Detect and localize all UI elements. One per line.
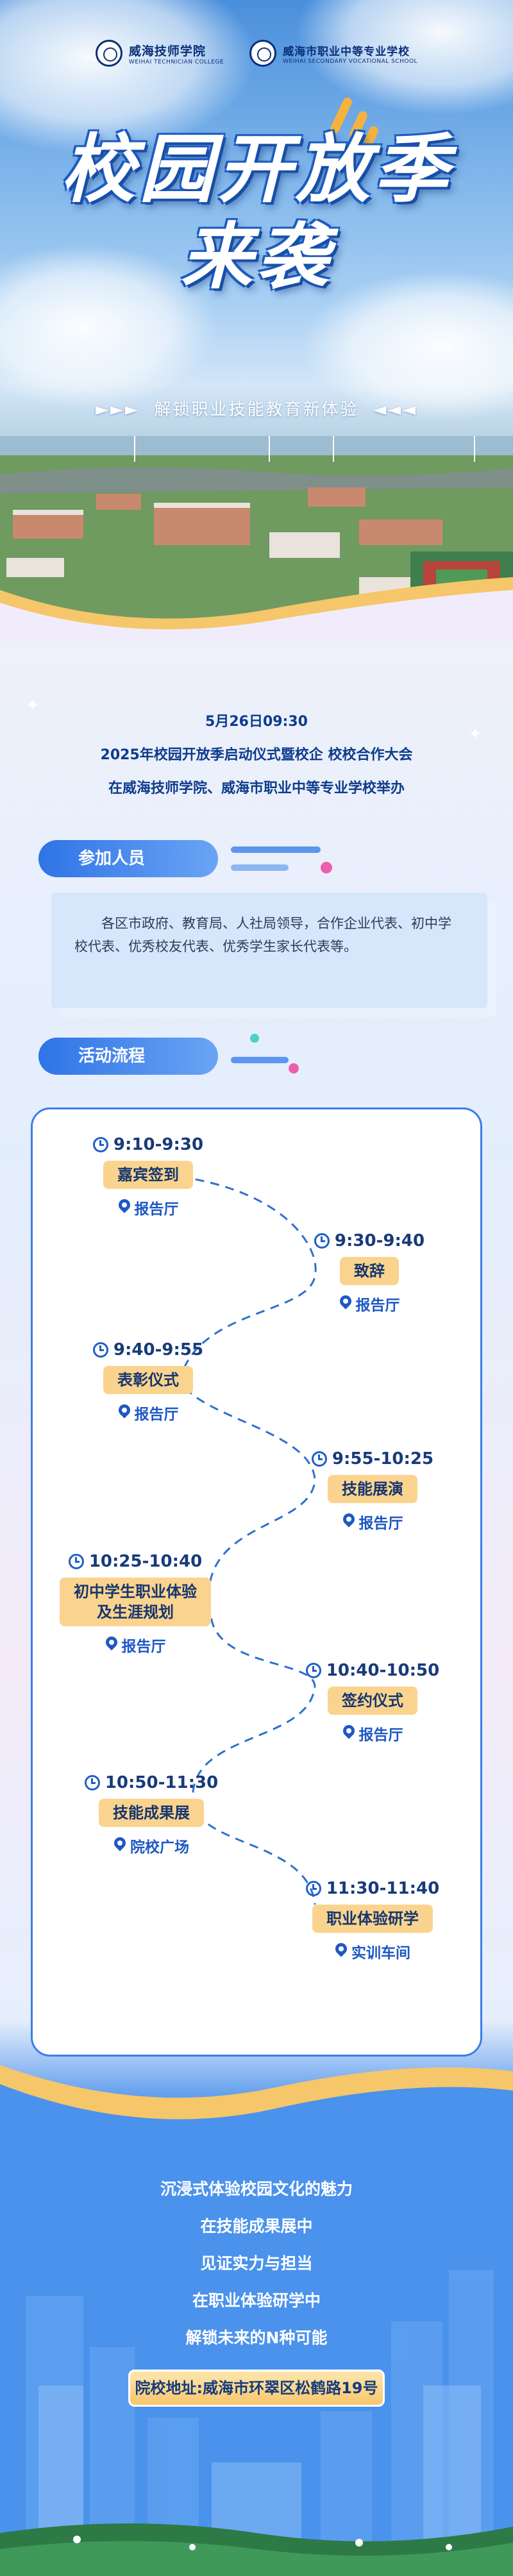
clock-icon [314,1233,330,1249]
schedule-item: 9:40-9:55 表彰仪式 报告厅 [68,1340,228,1424]
logo-name: 威海市职业中等专业学校 [283,45,410,58]
logo-sub: WEIHAI TECHNICIAN COLLEGE [128,58,224,65]
logo-technician-college: 威海技师学院 WEIHAI TECHNICIAN COLLEGE [95,40,224,67]
intro-location: 在威海技师学院、威海市职业中等专业学校举办 [108,780,405,796]
participants-box: 各区市政府、教育局、人社局领导，合作企业代表、初中学校代表、优秀校友代表、优秀学… [51,893,487,1008]
section-title-participants: 参加人员 [38,840,332,877]
item-event: 签约仪式 [328,1687,417,1715]
logo-sub: WEIHAI SECONDARY VOCATIONAL SCHOOL [283,58,418,65]
item-time: 10:40-10:50 [326,1661,440,1680]
logo-vocational-school: 威海市职业中等专业学校 WEIHAI SECONDARY VOCATIONAL … [249,40,417,67]
item-time: 11:30-11:40 [326,1879,440,1898]
cloud-decoration [0,244,218,410]
item-event: 技能展演 [328,1475,417,1503]
slogan-line: 在职业体验研学中 [192,2291,321,2310]
location-pin-icon [335,1943,348,1960]
clock-icon [305,1663,321,1678]
footer-slogan: 沉浸式体验校园文化的魅力 在技能成果展中 见证实力与担当 在职业体验研学中 解锁… [0,2171,513,2357]
school-logos: 威海技师学院 WEIHAI TECHNICIAN COLLEGE 威海市职业中等… [0,40,513,67]
decor-bar [231,1057,289,1063]
item-place: 院校广场 [130,1839,189,1856]
subtitle-text: 解锁职业技能教育新体验 [154,400,359,419]
item-time: 9:40-9:55 [113,1340,204,1360]
item-place: 报告厅 [358,1727,403,1744]
clock-icon [68,1554,84,1569]
clock-icon [92,1137,108,1152]
schedule-item: 9:10-9:30 嘉宾签到 报告厅 [68,1135,228,1218]
timeline-dashed-path [179,1175,317,1905]
section-title-text: 参加人员 [78,849,146,868]
item-time: 10:25-10:40 [88,1552,203,1571]
clock-icon [92,1342,108,1358]
item-place: 报告厅 [358,1515,403,1532]
footer-background-illustration [0,2065,513,2576]
item-event: 技能成果展 [99,1799,204,1827]
item-event: 表彰仪式 [103,1366,193,1394]
clock-icon [84,1775,100,1790]
intro-date: 5月26日09:30 [205,714,308,730]
item-event: 职业体验研学 [312,1905,433,1933]
arrows-left-icon: ►►► [95,400,140,419]
logo-name: 威海技师学院 [128,44,206,58]
location-pin-icon [339,1295,352,1312]
location-pin-icon [342,1725,355,1742]
schedule-item: 10:25-10:40 初中学生职业体验 及生涯规划 报告厅 [39,1552,231,1656]
item-time: 9:10-9:30 [113,1135,204,1154]
main-title-line2: 来袭 [181,215,332,299]
hero-banner: 威海技师学院 WEIHAI TECHNICIAN COLLEGE 威海市职业中等… [0,0,513,641]
decor-bar [231,846,321,853]
location-pin-icon [118,1199,131,1216]
item-event: 致辞 [340,1257,399,1285]
schedule-item: 10:50-11:30 技能成果展 院校广场 [68,1773,235,1856]
slogan-line: 见证实力与担当 [200,2254,313,2273]
slogan-line: 在技能成果展中 [200,2217,313,2235]
decor-dot [321,862,332,873]
schedule-card: 9:10-9:30 嘉宾签到 报告厅 9:30-9:40 致辞 报告厅 9:40… [31,1107,482,2057]
decor-dot [250,1034,259,1043]
item-time: 9:55-10:25 [332,1449,434,1469]
school-address: 院校地址:威海市环翠区松鹤路19号 [128,2370,385,2407]
location-pin-icon [342,1513,355,1530]
schedule-item: 9:55-10:25 技能展演 报告厅 [289,1449,456,1533]
item-place: 报告厅 [121,1638,166,1655]
footer: 沉浸式体验校园文化的魅力 在技能成果展中 见证实力与担当 在职业体验研学中 解锁… [0,2026,513,2576]
schedule-item: 9:30-9:40 致辞 报告厅 [289,1231,450,1315]
item-event: 初中学生职业体验 及生涯规划 [60,1578,211,1626]
item-place: 报告厅 [134,1406,179,1423]
section-title-text: 活动流程 [78,1047,146,1066]
item-time: 9:30-9:40 [334,1231,425,1250]
arrows-right-icon: ◄◄◄ [373,400,418,419]
campus-aerial-illustration [0,436,513,641]
item-time: 10:50-11:30 [105,1773,219,1792]
schedule-item: 10:40-10:50 签约仪式 报告厅 [289,1661,456,1744]
subtitle: ►►► 解锁职业技能教育新体验 ◄◄◄ [0,396,513,420]
section-title-schedule: 活动流程 [38,1034,299,1075]
item-place: 实训车间 [351,1945,410,1962]
location-pin-icon [105,1637,118,1653]
intro-block: 5月26日09:30 2025年校园开放季启动仪式暨校企 校校合作大会 在威海技… [0,705,513,805]
item-place: 报告厅 [134,1201,179,1218]
slogan-line: 沉浸式体验校园文化的魅力 [160,2180,353,2198]
location-pin-icon [118,1404,131,1421]
college-seal-icon [95,40,122,67]
school-seal-icon [249,40,277,67]
decor-bar [231,864,289,871]
main-title-line1: 校园开放季 [61,126,452,213]
item-event: 嘉宾签到 [103,1161,193,1189]
hero-bottom-wave [0,577,513,641]
item-place: 报告厅 [355,1297,400,1314]
slogan-line: 解锁未来的N种可能 [185,2328,328,2347]
participants-text: 各区市政府、教育局、人社局领导，合作企业代表、初中学校代表、优秀校友代表、优秀学… [74,916,451,954]
clock-icon [305,1881,321,1896]
schedule-item: 11:30-11:40 职业体验研学 实训车间 [289,1879,456,1962]
sparkle-icon: ✦ [26,696,40,715]
clock-icon [311,1451,327,1467]
sparkle-icon: ✦ [468,725,482,744]
location-pin-icon [114,1837,126,1854]
intro-event: 2025年校园开放季启动仪式暨校企 校校合作大会 [100,747,413,763]
decor-dot [289,1063,299,1073]
